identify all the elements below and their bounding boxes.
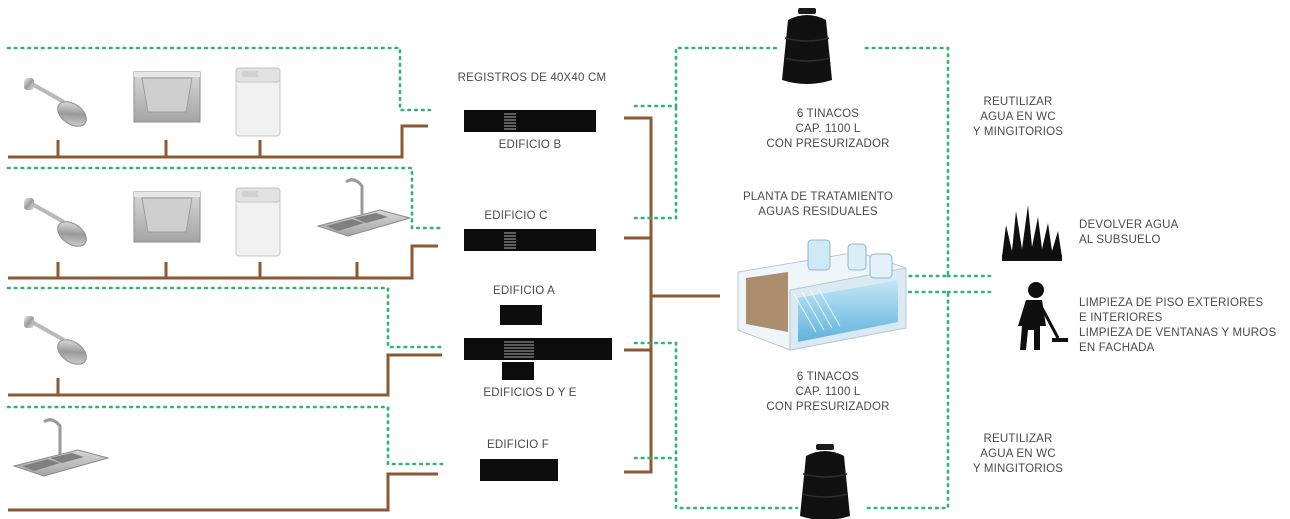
reutilizar-bottom-line-3: Y MINGITORIOS	[972, 463, 1064, 475]
kitchen-sink-icon	[12, 418, 110, 477]
washing-machine-icon	[235, 67, 281, 137]
reuse-lines	[6, 46, 992, 510]
limpieza-label: LIMPIEZA DE PISO EXTERIORES E INTERIORES…	[1079, 296, 1276, 356]
pipe-row4	[8, 472, 438, 512]
kitchen-sink-icon	[316, 178, 412, 237]
tinacos-top-line-1: 6 TINACOS	[796, 108, 860, 120]
tinacos-top-label: 6 TINACOS CAP. 1100 L CON PRESURIZADOR	[728, 107, 928, 152]
water-tank-icon	[782, 8, 832, 84]
shower-icon	[24, 198, 87, 247]
cleaning-person-icon	[1018, 282, 1068, 350]
reutilizar-bottom-line-2: AGUA EN WC	[980, 448, 1056, 460]
limpieza-line-2: E INTERIORES	[1079, 312, 1163, 324]
shower-icon	[24, 316, 87, 365]
planta-line-2: AGUAS RESIDUALES	[758, 206, 878, 218]
reutilizar-bottom-label: REUTILIZAR AGUA EN WC Y MINGITORIOS	[958, 432, 1078, 477]
pipes	[8, 116, 720, 512]
reutilizar-top-line-3: Y MINGITORIOS	[972, 126, 1064, 138]
pipe-row2	[8, 244, 438, 280]
devolver-line-2: AL SUBSUELO	[1079, 234, 1161, 246]
laundry-sink-icon	[133, 71, 201, 123]
tinacos-top-line-2: CAP. 1100 L	[795, 123, 861, 135]
edificios-d-e-label: EDIFICIOS D Y E	[483, 387, 577, 399]
pipe-row3	[8, 353, 442, 397]
register-edificio-a	[500, 305, 542, 325]
water-tank-icon	[800, 444, 850, 519]
reutilizar-bottom-line-1: REUTILIZAR	[983, 433, 1053, 445]
reutilizar-top-line-1: REUTILIZAR	[983, 96, 1053, 108]
tinacos-bottom-label: 6 TINACOS CAP. 1100 L CON PRESURIZADOR	[728, 370, 928, 415]
edificio-f-label: EDIFICIO F	[486, 439, 550, 451]
tinacos-top-line-3: CON PRESURIZADOR	[766, 138, 890, 150]
tinacos-bottom-line-1: 6 TINACOS	[796, 371, 860, 383]
devolver-line-1: DEVOLVER AGUA	[1079, 219, 1179, 231]
grass-icon	[1002, 205, 1062, 261]
edificio-b-label: EDIFICIO B	[498, 139, 562, 151]
pipe-row1	[8, 124, 428, 159]
shower-icon	[24, 78, 87, 127]
tinacos-bottom-line-3: CON PRESURIZADOR	[766, 401, 890, 413]
edificio-c-label: EDIFICIO C	[484, 210, 548, 222]
planta-line-1: PLANTA DE TRATAMIENTO	[742, 191, 894, 203]
register-edificios-d-e	[464, 338, 612, 380]
reutilizar-top-line-2: AGUA EN WC	[980, 111, 1056, 123]
devolver-label: DEVOLVER AGUA AL SUBSUELO	[1079, 218, 1179, 248]
registros-label: REGISTROS DE 40X40 CM	[457, 72, 607, 84]
treatment-plant-icon	[737, 239, 907, 351]
limpieza-line-4: EN FACHADA	[1079, 342, 1155, 354]
limpieza-line-1: LIMPIEZA DE PISO EXTERIORES	[1079, 297, 1264, 309]
collector-pipe	[624, 116, 653, 474]
reutilizar-top-label: REUTILIZAR AGUA EN WC Y MINGITORIOS	[958, 95, 1078, 140]
register-edificio-c	[464, 229, 596, 251]
washing-machine-icon	[235, 187, 281, 257]
register-edificio-f	[480, 459, 558, 481]
limpieza-line-3: LIMPIEZA DE VENTANAS Y MUROS	[1079, 327, 1277, 339]
registers	[464, 110, 612, 481]
register-edificio-b	[464, 110, 596, 132]
tinacos-bottom-line-2: CAP. 1100 L	[795, 386, 861, 398]
planta-label: PLANTA DE TRATAMIENTO AGUAS RESIDUALES	[718, 190, 918, 220]
laundry-sink-icon	[133, 191, 201, 243]
edificio-a-label: EDIFICIO A	[492, 285, 556, 297]
